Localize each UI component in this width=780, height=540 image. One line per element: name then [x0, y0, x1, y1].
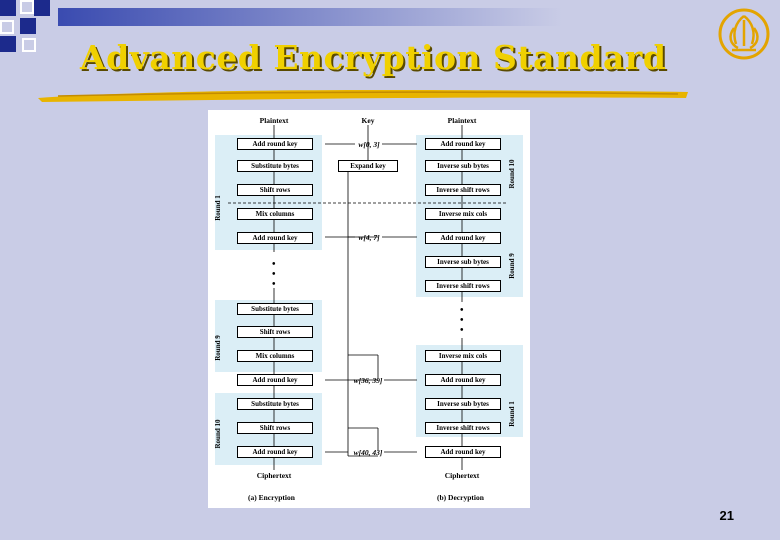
dec-plaintext: Plaintext [447, 116, 477, 125]
deco-square [0, 36, 16, 52]
dec-round9-label: Round 9 [508, 253, 516, 279]
enc-round9-label: Round 9 [214, 335, 222, 361]
enc-shift-rows-10: Shift rows [237, 422, 313, 434]
enc-caption: (a) Encryption [248, 493, 295, 502]
dec-add-round-key-9: Add round key [425, 374, 501, 386]
deco-square [0, 0, 16, 16]
enc-add-round-key-1: Add round key [237, 232, 313, 244]
enc-plaintext: Plaintext [259, 116, 289, 125]
aes-figure: Plaintext Add round key Substitute bytes… [208, 110, 530, 508]
dec-add-round-key-10: Add round key [425, 446, 501, 458]
thai-emblem-logo-icon [718, 8, 770, 60]
key-w9: w[36, 39] [353, 376, 383, 385]
enc-substitute-bytes-10: Substitute bytes [237, 398, 313, 410]
dec-round10-label: Round 10 [508, 159, 516, 189]
deco-square [20, 0, 34, 14]
deco-square [22, 38, 36, 52]
enc-add-round-key-0: Add round key [237, 138, 313, 150]
dec-inv-sub-bytes-9: Inverse sub bytes [425, 256, 501, 268]
dec-add-round-key-0: Add round key [425, 138, 501, 150]
dec-inv-sub-bytes-10: Inverse sub bytes [425, 160, 501, 172]
deco-square [20, 18, 36, 34]
dec-inv-shift-rows-9: Inverse shift rows [425, 280, 501, 292]
dec-inv-mix-cols-1: Inverse mix cols [425, 350, 501, 362]
dec-ciphertext: Ciphertext [444, 471, 480, 480]
expand-key-box: Expand key [338, 160, 398, 172]
deco-square [34, 0, 50, 16]
enc-mix-columns-1: Mix columns [237, 208, 313, 220]
dec-caption: (b) Decryption [437, 493, 484, 502]
dec-inv-mix-cols-10: Inverse mix cols [425, 208, 501, 220]
enc-ciphertext: Ciphertext [256, 471, 292, 480]
enc-substitute-bytes-9: Substitute bytes [237, 303, 313, 315]
dec-inv-shift-rows-1: Inverse shift rows [425, 422, 501, 434]
dec-add-round-key-1: Add round key [425, 232, 501, 244]
enc-ellipsis: ••• [272, 259, 276, 290]
title-underline [38, 86, 688, 104]
key-w0: w[0, 3] [358, 140, 380, 149]
header-bar [58, 8, 778, 26]
key-w10: w[40, 43] [353, 448, 383, 457]
enc-round10-label: Round 10 [214, 419, 222, 449]
enc-round1-label: Round 1 [214, 195, 222, 221]
page-number: 21 [719, 508, 734, 523]
enc-add-round-key-10: Add round key [237, 446, 313, 458]
enc-shift-rows-1: Shift rows [237, 184, 313, 196]
enc-mix-columns-9: Mix columns [237, 350, 313, 362]
enc-add-round-key-9: Add round key [237, 374, 313, 386]
enc-shift-rows-9: Shift rows [237, 326, 313, 338]
slide-title: Advanced Encryption Standard [80, 38, 667, 77]
key-label: Key [361, 116, 375, 125]
dec-round1-label: Round 1 [508, 401, 516, 427]
dec-ellipsis: ••• [460, 305, 464, 336]
dec-inv-shift-rows-10: Inverse shift rows [425, 184, 501, 196]
dec-inv-sub-bytes-1: Inverse sub bytes [425, 398, 501, 410]
deco-square [0, 20, 14, 34]
enc-substitute-bytes-1: Substitute bytes [237, 160, 313, 172]
key-w1: w[4, 7] [358, 233, 380, 242]
connector-lines [228, 125, 508, 470]
